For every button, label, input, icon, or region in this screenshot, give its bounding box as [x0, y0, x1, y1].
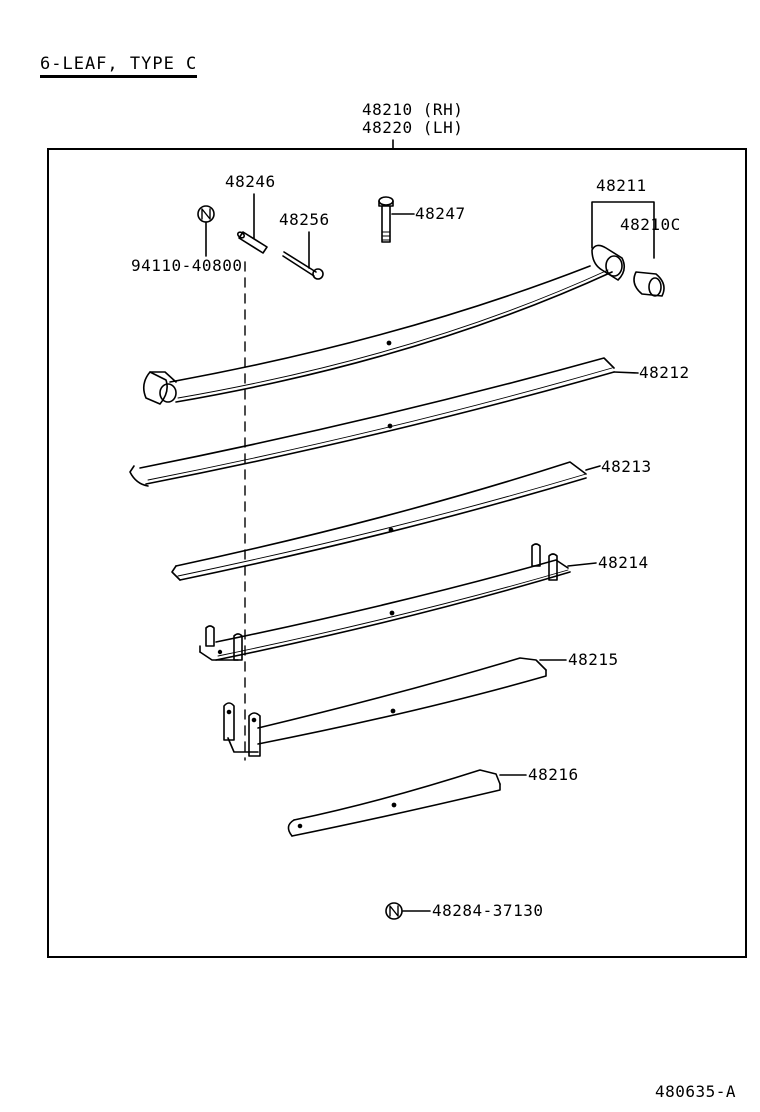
- part-label-48284-37130[interactable]: 48284-37130: [432, 901, 544, 920]
- part-label-48213[interactable]: 48213: [601, 457, 652, 476]
- part-label-48216[interactable]: 48216: [528, 765, 579, 784]
- figure-number: 480635-A: [655, 1082, 737, 1101]
- leaf-48213: [171, 461, 587, 581]
- leaf-48215: [223, 657, 547, 757]
- non-reusable-symbol-icon: [197, 205, 215, 223]
- part-label-48247[interactable]: 48247: [415, 204, 466, 223]
- diagram-title: 6-LEAF, TYPE C: [40, 54, 198, 78]
- part-label-48256[interactable]: 48256: [279, 210, 330, 229]
- assembly-label-lh: 48220 (LH): [362, 118, 464, 137]
- assembly-label-rh: 48210 (RH): [362, 100, 464, 119]
- part-label-48212[interactable]: 48212: [639, 363, 690, 382]
- part-label-94110-40800[interactable]: 94110-40800: [131, 256, 243, 275]
- leaf-48212: [129, 357, 615, 487]
- leaf-48216: [287, 769, 501, 837]
- non-reusable-symbol-icon: [385, 902, 403, 920]
- center-bolt-icon: [282, 251, 324, 280]
- assembly-frame: [47, 148, 747, 958]
- part-label-48214[interactable]: 48214: [598, 553, 649, 572]
- part-label-48246[interactable]: 48246: [225, 172, 276, 191]
- bolt-icon: [378, 196, 394, 243]
- part-label-48211[interactable]: 48211: [596, 176, 647, 195]
- leaf-48214: [199, 543, 571, 661]
- pin-icon: [236, 231, 268, 254]
- bushing-icon: [633, 271, 665, 297]
- part-label-48210c[interactable]: 48210C: [620, 215, 681, 234]
- leaf-48211: [142, 244, 626, 405]
- part-label-48215[interactable]: 48215: [568, 650, 619, 669]
